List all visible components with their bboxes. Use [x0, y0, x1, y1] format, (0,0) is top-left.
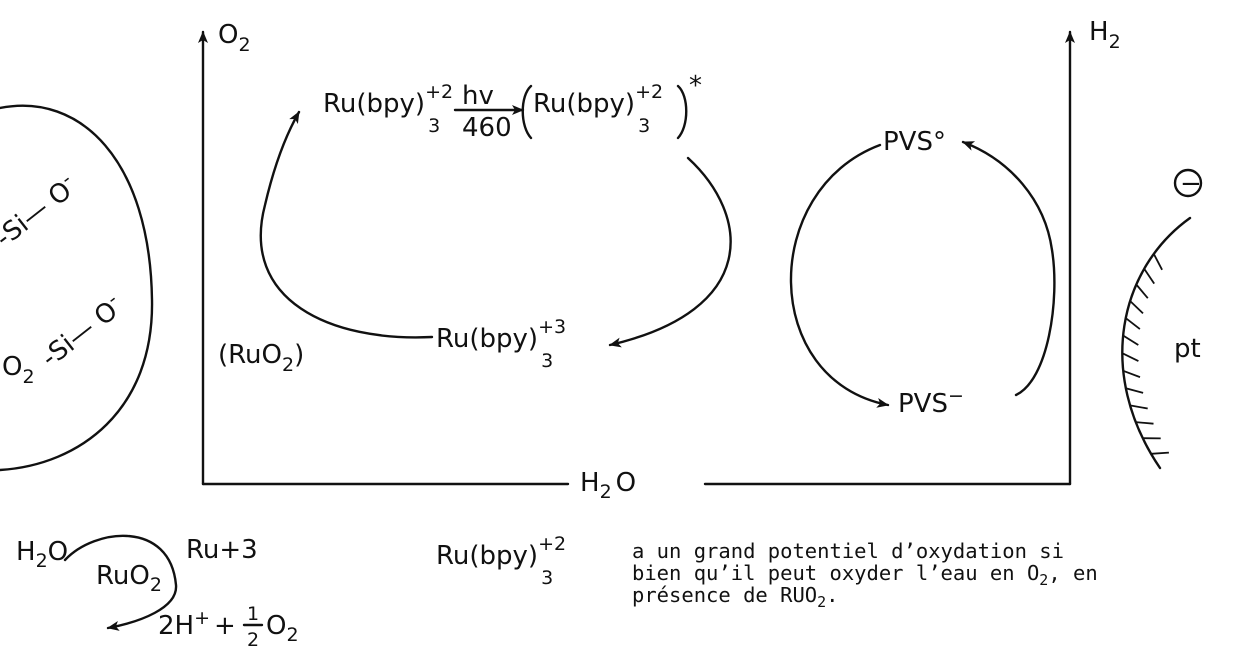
pvs-reoxidation-arrow — [963, 142, 1054, 395]
o2-axis-label: O2 — [218, 20, 251, 56]
electrode-hatch-mark — [1123, 336, 1138, 346]
electrode-hatch-mark — [1136, 285, 1148, 299]
wavelength-label: 460 — [462, 113, 512, 143]
electrode-hatch-mark — [1144, 269, 1154, 284]
ruo2-catalyst-label: (RuO2) — [218, 340, 304, 376]
electrode-hatching — [1122, 254, 1169, 454]
pvs-reduced-label: PVS− — [898, 385, 964, 419]
surface-silanol-group-top: -Si— O- — [0, 168, 83, 253]
mini-cycle-ru3: Ru+3 — [186, 535, 258, 565]
particle-o2-label: O2 — [2, 352, 35, 388]
excited-left-paren — [523, 86, 531, 138]
electrode-hatch-mark — [1151, 453, 1169, 454]
excited-star: * — [689, 71, 702, 101]
particle-arc — [0, 106, 152, 470]
electrode-hatch-mark — [1122, 353, 1138, 361]
electrode-hatch-mark — [1126, 318, 1140, 329]
mini-cycle-water: H2O — [16, 537, 68, 572]
half-numerator: 1 — [247, 603, 259, 625]
h2-axis-label: H2 — [1089, 17, 1121, 53]
electron-transfer-arrow — [610, 158, 731, 345]
excited-right-paren — [678, 86, 686, 138]
pvs-reduction-arrow — [791, 145, 888, 405]
pvs-neutral-label: PVS° — [883, 127, 946, 157]
electrode-hatch-mark — [1123, 371, 1140, 377]
surface-silanol-group-bottom: -Si— O- — [33, 288, 129, 373]
electrode-hatch-mark — [1154, 254, 1162, 270]
oxidation-return-arrow — [261, 112, 432, 337]
photon-label: hv — [462, 81, 494, 111]
electrode-hatch-mark — [1130, 405, 1148, 408]
half-denominator: 2 — [247, 629, 259, 651]
mini-cycle-products: 2H++ — [158, 607, 236, 641]
footnote-line-1: a un grand potentiel d’oxydation si — [632, 539, 1064, 563]
electrode-charge-sign: − — [1180, 169, 1202, 199]
footnote-line-3: présence de RUO2. — [632, 583, 839, 611]
electrode-hatch-mark — [1136, 422, 1154, 424]
electrode-label: pt — [1174, 334, 1201, 364]
mini-cycle-o2: O2 — [266, 611, 299, 646]
electrode-hatch-mark — [1130, 301, 1143, 313]
mini-cycle-catalyst: RuO2 — [96, 561, 162, 596]
electrode-hatch-mark — [1126, 388, 1143, 393]
